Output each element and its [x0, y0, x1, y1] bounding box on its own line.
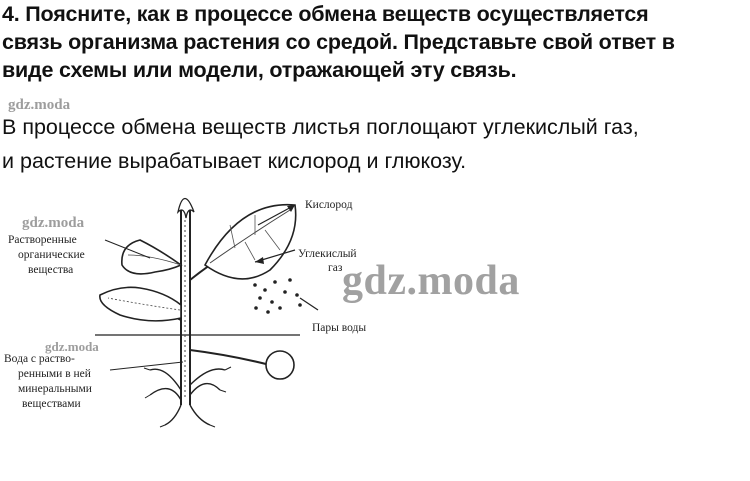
answer-line-1: В процессе обмена веществ листья поглоща…: [2, 115, 639, 139]
watermark-small: gdz.moda: [8, 97, 71, 113]
watermark-diagram-top: gdz.moda: [22, 215, 85, 231]
label-water-4: веществами: [22, 398, 81, 410]
roots: [149, 368, 226, 426]
leaf-upper-right: [203, 203, 297, 280]
label-co2-2: газ: [328, 262, 343, 274]
label-water-vapor: Пары воды: [312, 322, 366, 334]
label-organic-3: вещества: [28, 264, 73, 276]
plant-metabolism-diagram: Кислород Углекислый газ Пары воды Раство…: [4, 197, 366, 428]
label-water-1: Вода с раство-: [4, 353, 75, 365]
answer-line-2: и растение вырабатывает кислород и глюко…: [2, 149, 467, 173]
leaf-upper-left: [121, 239, 183, 275]
stem-tip: [176, 197, 195, 219]
label-water-3: минеральными: [18, 383, 92, 395]
label-oxygen: Кислород: [305, 199, 353, 211]
question-line-2: связь организма растения со средой. Пред…: [2, 30, 675, 54]
watermark-diagram-bottom: gdz.moda: [45, 339, 99, 354]
label-organic-1: Растворенные: [8, 234, 77, 246]
root-tuber: [265, 350, 295, 380]
question-text: 4. Поясните, как в процессе обмена вещес…: [2, 0, 748, 84]
question-line-3: виде схемы или модели, отражающей эту св…: [2, 58, 517, 82]
organic-pointer: [104, 239, 151, 259]
label-water-2: ренными в ней: [18, 368, 91, 380]
label-organic-2: органические: [18, 249, 85, 261]
water-vapor-dots: [253, 278, 302, 314]
water-vapor-arrow: [299, 297, 319, 311]
watermark-large: gdz.moda: [342, 258, 520, 304]
question-line-1: 4. Поясните, как в процессе обмена вещес…: [2, 2, 649, 26]
water-pointer: [109, 361, 184, 371]
root-branch: [189, 349, 271, 366]
answer-text: В процессе обмена веществ листья поглоща…: [2, 110, 748, 178]
label-co2-1: Углекислый: [298, 248, 357, 260]
